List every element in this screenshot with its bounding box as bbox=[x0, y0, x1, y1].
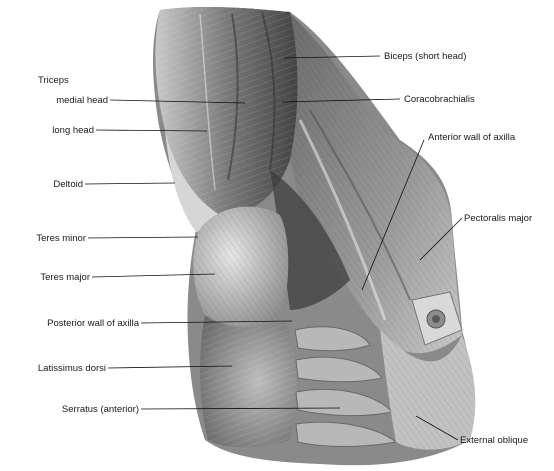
nipple-shape bbox=[411, 291, 463, 346]
leader-posterior-wall bbox=[140, 320, 293, 324]
label-triceps: Triceps bbox=[38, 75, 69, 86]
leader-medial-head bbox=[109, 99, 246, 104]
label-pectoralis: Pectoralis major bbox=[464, 213, 533, 224]
label-deltoid: Deltoid bbox=[53, 179, 83, 190]
leader-biceps bbox=[283, 55, 381, 59]
leader-pectoralis bbox=[419, 217, 463, 261]
leader-anterior-wall bbox=[361, 139, 425, 291]
label-posterior-wall: Posterior wall of axilla bbox=[47, 318, 139, 329]
leader-teres-minor bbox=[87, 236, 199, 239]
leader-serratus bbox=[140, 407, 341, 410]
label-anterior-wall: Anterior wall of axilla bbox=[428, 132, 516, 143]
label-external-oblique: External oblique bbox=[460, 435, 529, 446]
label-teres-minor: Teres minor bbox=[36, 233, 86, 244]
label-latissimus: Latissimus dorsi bbox=[37, 363, 106, 374]
label-medial-head: medial head bbox=[56, 95, 108, 106]
label-coracobrachialis: Coracobrachialis bbox=[404, 94, 475, 105]
leader-deltoid bbox=[84, 182, 176, 185]
serratus-shape bbox=[294, 326, 398, 447]
leader-external-oblique bbox=[415, 415, 459, 441]
axilla-shadow bbox=[270, 170, 350, 310]
leader-teres-major bbox=[91, 273, 216, 278]
leader-latissimus bbox=[107, 365, 233, 369]
leader-long-head bbox=[95, 129, 208, 132]
leader-coracobrachialis bbox=[281, 98, 401, 103]
label-long-head: long head bbox=[52, 125, 94, 136]
label-teres-major: Teres major bbox=[40, 272, 90, 283]
leader-lines bbox=[84, 55, 463, 441]
label-serratus: Serratus (anterior) bbox=[61, 404, 139, 415]
deltoid-shape bbox=[165, 130, 220, 232]
label-biceps: Biceps (short head) bbox=[384, 51, 467, 62]
